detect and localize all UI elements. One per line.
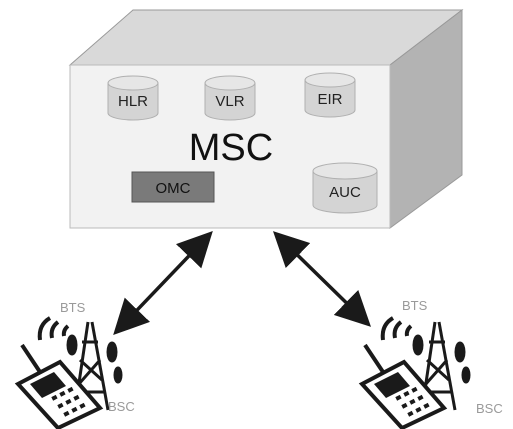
right-bts-label: BTS: [402, 298, 428, 313]
vlr-database: VLR: [204, 75, 256, 121]
eir-label: EIR: [317, 91, 342, 108]
left-bsc-label: BSC: [108, 399, 135, 414]
left-phone-icon: [14, 343, 104, 429]
left-signal-icon: [37, 316, 70, 341]
right-tower-icon: [412, 321, 471, 411]
omc-label: OMC: [156, 180, 191, 197]
right-phone-icon: [358, 343, 448, 429]
hlr-label: HLR: [118, 93, 148, 110]
omc-block: OMC: [131, 171, 215, 203]
msc-title: MSC: [189, 127, 273, 169]
auc-label: AUC: [329, 184, 361, 201]
vlr-label: VLR: [215, 93, 244, 110]
auc-database: AUC: [312, 162, 378, 214]
right-cell-site: BTS: [358, 298, 503, 429]
left-link-arrow: [113, 230, 213, 336]
left-cell-site: BTS: [14, 300, 135, 429]
right-bsc-label: BSC: [476, 401, 503, 416]
left-bts-label: BTS: [60, 300, 86, 315]
right-signal-icon: [380, 316, 413, 341]
eir-database: EIR: [304, 72, 356, 118]
hlr-database: HLR: [107, 75, 159, 121]
right-link-arrow: [272, 231, 372, 327]
